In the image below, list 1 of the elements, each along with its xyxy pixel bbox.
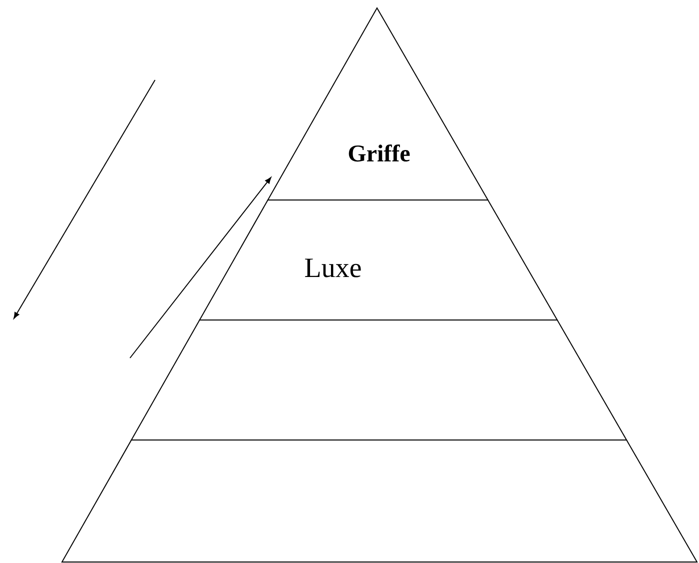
pyramid-level xyxy=(130,320,628,440)
